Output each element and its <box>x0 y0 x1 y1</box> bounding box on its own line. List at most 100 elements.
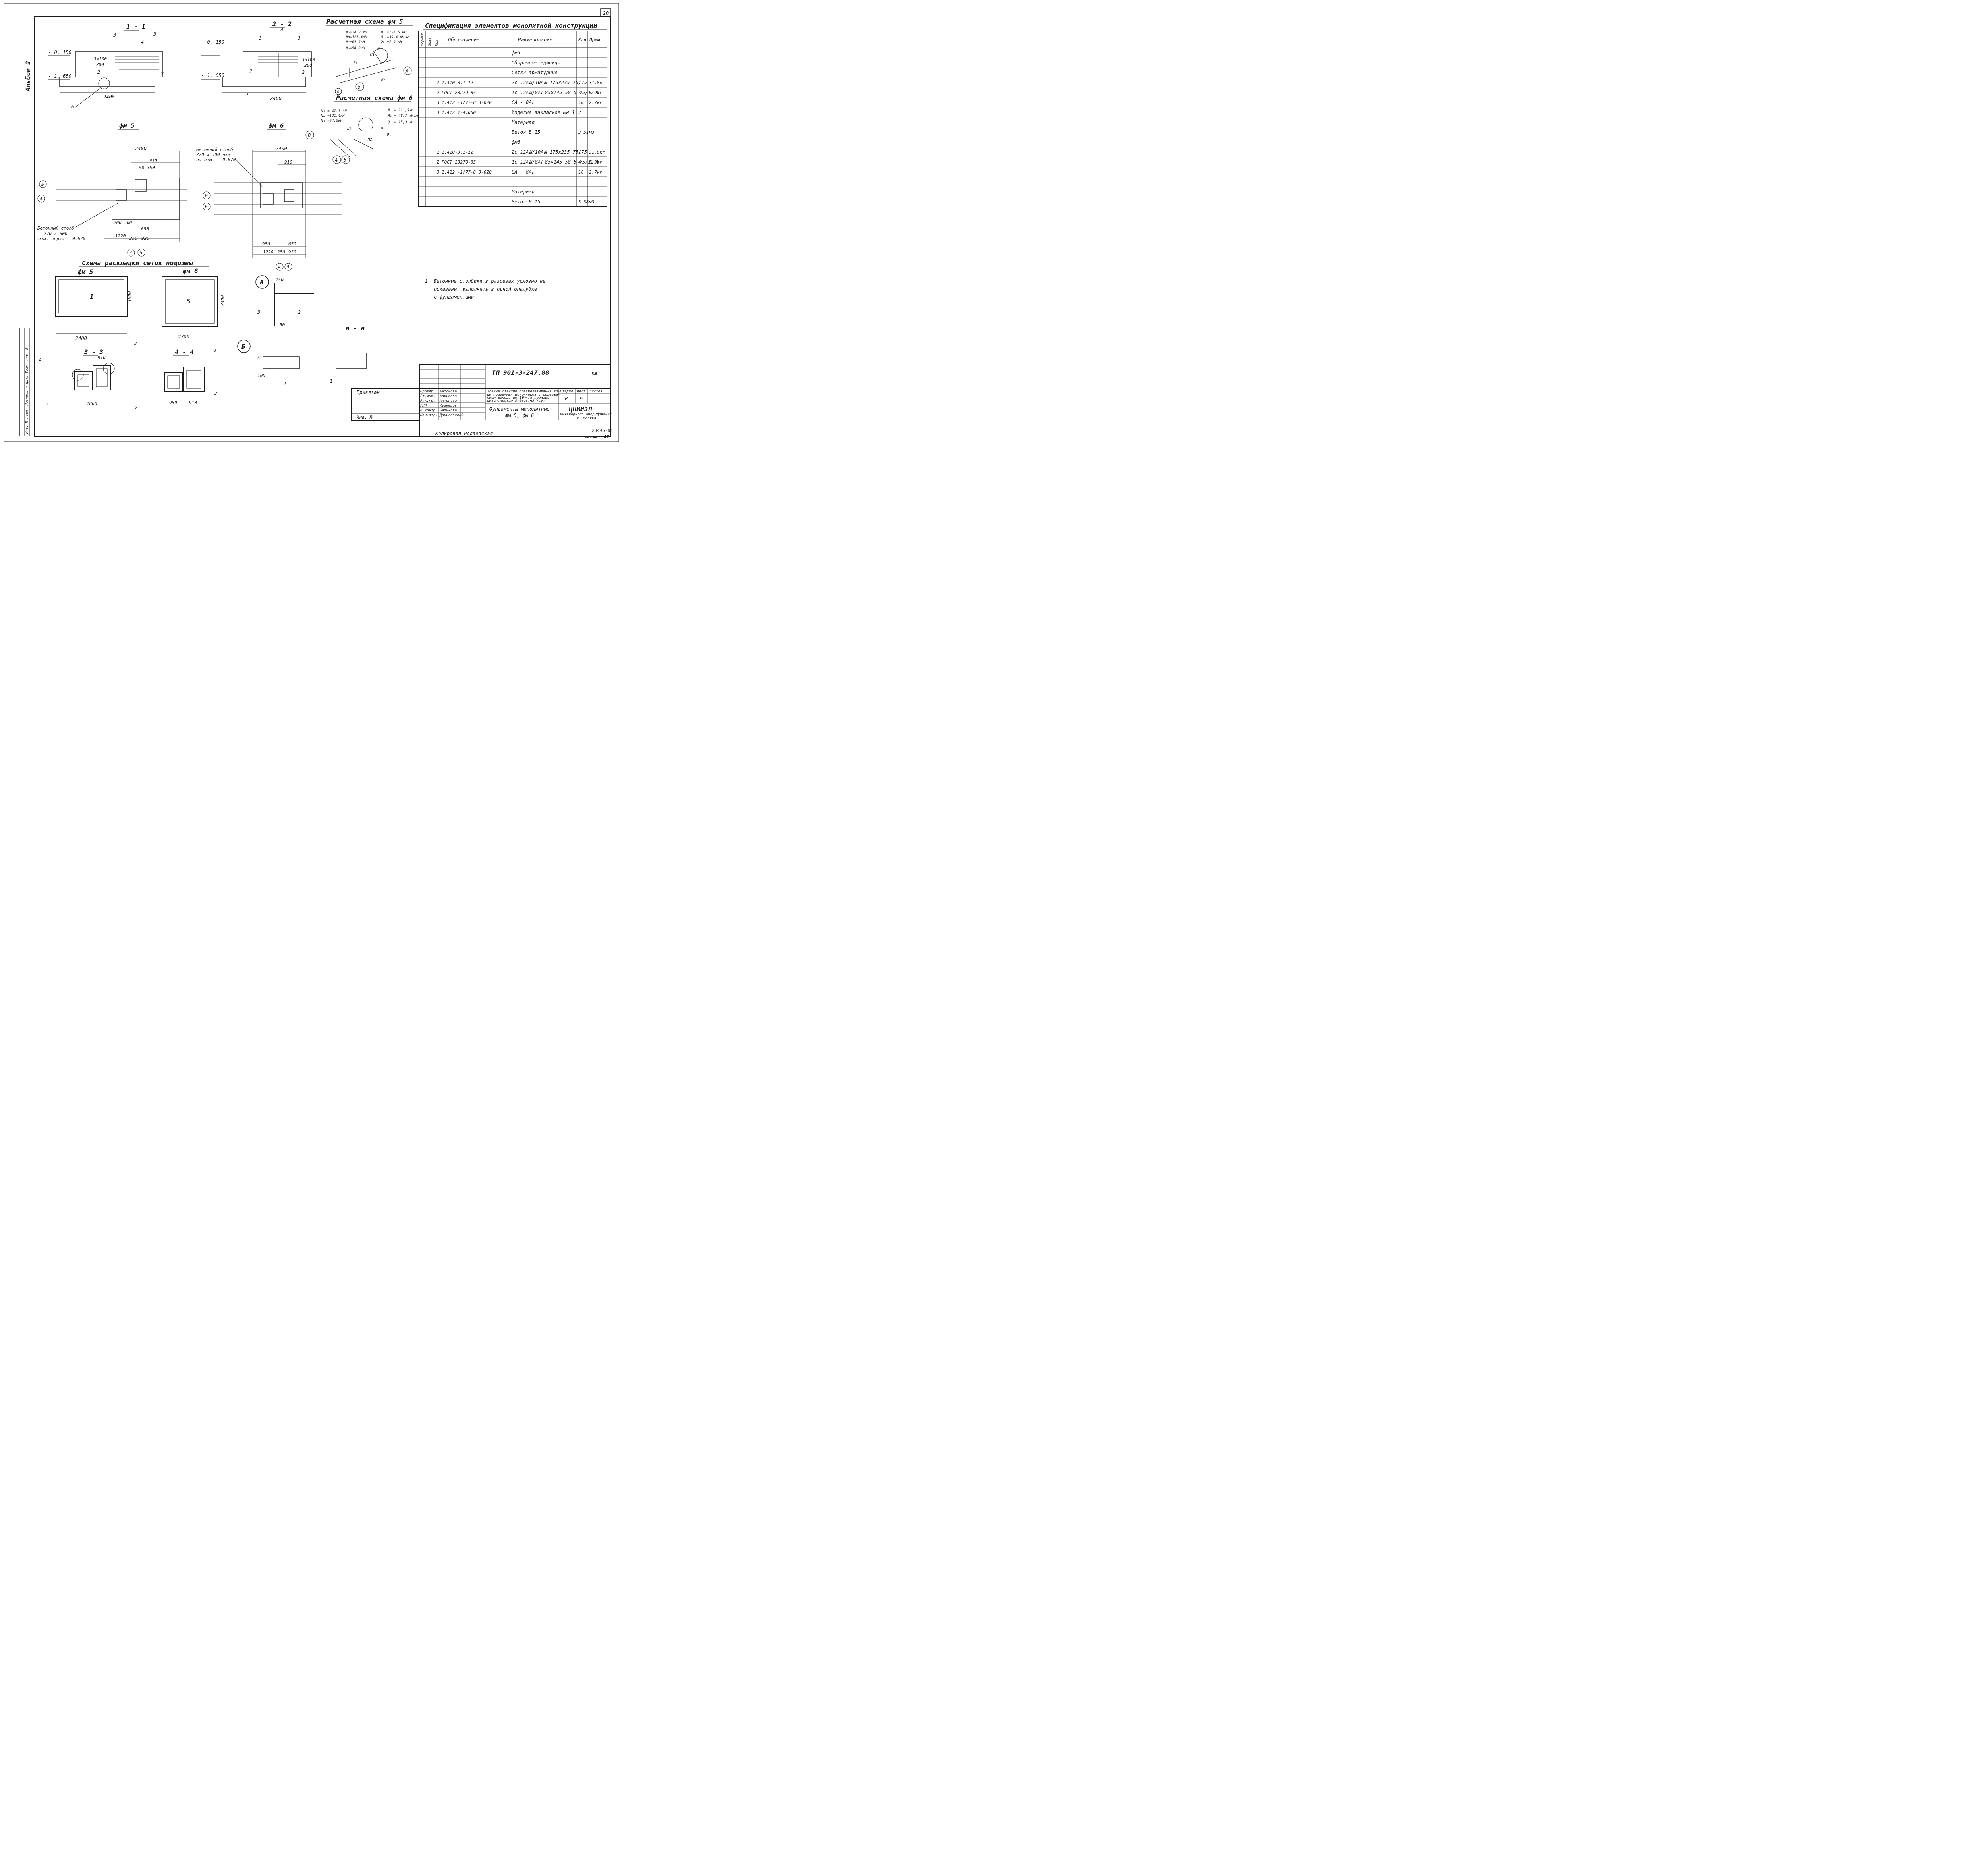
spec-cell: 1.412 -1/77-8.3-020 <box>442 170 492 175</box>
calc6-load: N₄ =94,6кН <box>321 119 343 123</box>
inner-frame <box>34 16 611 437</box>
svg-text:3×100: 3×100 <box>93 56 107 62</box>
svg-text:2: 2 <box>302 69 305 75</box>
calc5-load: N₁ =124,5 кН <box>380 31 407 35</box>
calc5-load: N₅=58,8кН <box>345 46 365 50</box>
spec-cell: м3 <box>589 199 594 205</box>
svg-text:910: 910 <box>149 158 157 163</box>
svg-text:3×100: 3×100 <box>301 57 315 62</box>
calc6-load: N₁ = 211,5кН <box>387 108 414 112</box>
calc5-load: N₄=94,6кН <box>345 40 365 44</box>
drawing-sheet: 20 Альбом 2 Инв. № подл. Подпись и дата … <box>4 3 619 442</box>
mesh-fm6-label: фм 6 <box>183 267 198 275</box>
role-name: Антонова <box>439 399 457 403</box>
mesh-fm5-number: 1 <box>90 293 94 300</box>
svg-text:200 500: 200 500 <box>114 220 132 225</box>
svg-text:2400: 2400 <box>220 295 225 306</box>
object-line: дительностью 8.0тыс.м3 /сут <box>487 399 545 403</box>
spec-cell: 4 <box>437 110 439 115</box>
spec-cell: ГОСТ 23279-85 <box>442 160 476 165</box>
sheets-header: Листов <box>589 390 603 394</box>
svg-text:N3: N3 <box>347 127 352 131</box>
album-label: Альбом 2 <box>24 61 32 92</box>
spec-cell: Материал <box>511 120 535 125</box>
svg-text:5: 5 <box>140 250 143 255</box>
spec-cell: 2 <box>578 110 581 115</box>
svg-text:2: 2 <box>97 69 100 75</box>
svg-text:2400: 2400 <box>270 96 282 101</box>
svg-text:B: B <box>308 133 311 138</box>
spec-cell: 3.38 <box>578 199 589 205</box>
svg-text:A: A <box>259 278 264 286</box>
spec-cell: Бетон В 15 <box>512 129 540 135</box>
svg-text:910: 910 <box>189 400 197 405</box>
role-name: Даниловский <box>439 413 464 417</box>
spec-header-note: Прим. <box>589 37 603 42</box>
svg-text:2: 2 <box>249 69 252 74</box>
svg-text:3: 3 <box>259 35 262 41</box>
svg-text:50: 50 <box>280 322 285 328</box>
svg-text:2400: 2400 <box>103 94 115 100</box>
svg-text:910: 910 <box>284 160 292 165</box>
svg-text:3: 3 <box>153 31 156 37</box>
spec-cell: 10 <box>578 170 584 175</box>
svg-text:1220: 1220 <box>115 234 126 239</box>
stage-value: Р <box>565 396 568 401</box>
spec-cell: СА - 8АⅠ <box>512 169 534 175</box>
spec-cell: ГОСТ 23279-85 <box>442 90 476 95</box>
spec-cell: СА - 8АⅠ <box>512 100 534 105</box>
svg-text:25: 25 <box>257 355 262 360</box>
spec-header-qty: Кол <box>578 37 586 42</box>
svg-text:Б: Б <box>71 104 74 109</box>
spec-cell: 4 <box>578 160 581 165</box>
svg-text:A: A <box>405 68 408 74</box>
role-name: Кузнецов <box>439 404 457 408</box>
role-label: Н.контр. <box>420 409 437 413</box>
svg-text:4: 4 <box>141 39 144 45</box>
column-note5-l3: отм. верха - 0.670 <box>38 236 86 241</box>
spec-cell: 1с 12АⅢ/8АⅠ 85х145 58.5+75/12.5 <box>512 159 599 165</box>
spec-cell: 2с 12АⅢ/10АⅢ 175х235 75/75 <box>512 80 587 85</box>
calc6-load: N₂ = 47,3 кН <box>321 109 347 113</box>
spec-cell: 3 <box>436 100 439 105</box>
spec-header-pos: Поз <box>435 40 439 46</box>
elev-top-2: - 0. 150 <box>201 39 224 45</box>
calc5-load: Nз=121,4кН <box>345 35 367 39</box>
plan-fm6-title: фм 6 <box>269 122 284 129</box>
svg-text:N₅: N₅ <box>353 61 358 65</box>
column-note6-l2: 270 х 500 нкз <box>196 152 230 157</box>
svg-text:3: 3 <box>46 401 49 406</box>
svg-text:Б: Б <box>241 343 245 350</box>
calc6-load: Nз =121,4кН <box>321 114 345 118</box>
role-name: Антонова <box>439 390 457 394</box>
role-label: Провер. <box>420 390 435 394</box>
svg-text:4: 4 <box>278 264 281 270</box>
svg-text:4: 4 <box>129 250 132 255</box>
spec-cell: Материал <box>511 189 535 195</box>
spec-header-designation: Обозначение <box>448 37 479 42</box>
spec-cell: 31.8кг <box>589 80 605 85</box>
mesh-fm5-label: фм 5 <box>78 268 93 276</box>
svg-text:2400: 2400 <box>75 336 87 341</box>
svg-text:5: 5 <box>344 157 346 163</box>
calc-scheme-fm6: Расчетная схема фм 6 N₂ = 47,3 кН Nз =12… <box>305 94 418 164</box>
svg-text:650: 650 <box>288 241 296 247</box>
spec-cell: фм6 <box>512 139 520 145</box>
spec-cell: 1.410-3.1-12 <box>442 80 473 85</box>
svg-text:1800: 1800 <box>127 291 132 302</box>
note-line: показаны, выполнять в одной опалубке <box>434 286 537 292</box>
column-note6-l1: Бетонный столб <box>196 147 233 152</box>
spec-cell: 1с 12АⅢ/8АⅠ 85х145 58.5+75/12.5 <box>512 90 599 95</box>
role-label: Нач.отд. <box>420 413 437 417</box>
object-line: нием железа до 10мг/л произво- <box>487 396 552 400</box>
left-stamp-strip <box>19 328 35 436</box>
svg-text:1: 1 <box>284 381 286 386</box>
svg-text:1: 1 <box>246 91 249 97</box>
outer-border <box>4 3 619 442</box>
spec-cell: 31.8кг <box>589 150 605 155</box>
inv-label: Инв. № <box>356 415 373 420</box>
